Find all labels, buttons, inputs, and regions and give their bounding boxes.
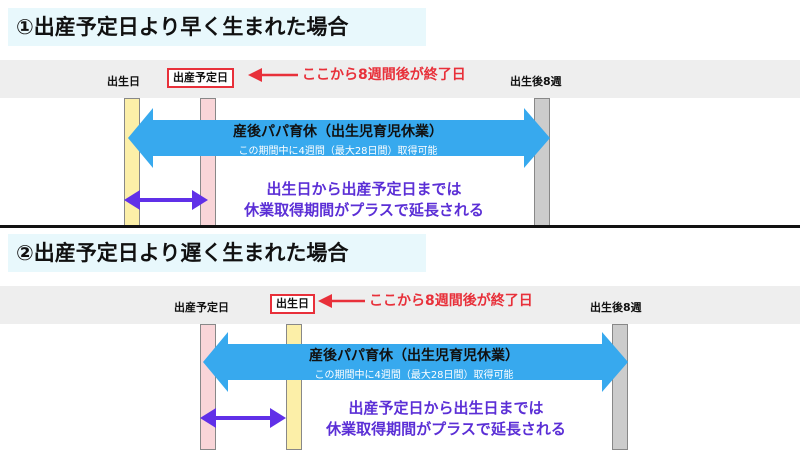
section-divider [0, 225, 800, 228]
section1-extension-text: 出生日から出産予定日までは 休業取得期間がプラスで延長される [214, 179, 514, 221]
section2-note: ここから8週間後が終了日 [369, 293, 533, 309]
section2-label-due: 出産予定日 [174, 301, 229, 314]
section1-note: ここから8週間後が終了日 [302, 67, 466, 83]
section1-label-due-boxed: 出産予定日 [167, 68, 234, 88]
section2-heading: ②出産予定日より遅く生まれた場合 [8, 234, 426, 272]
section1-leave-title: 産後パパ育休（出生児育児休業） [233, 124, 443, 140]
section1-extension-line1: 出生日から出産予定日までは [266, 180, 462, 198]
section1-timeline-band [0, 60, 800, 98]
section2-leave-title: 産後パパ育休（出生児育児休業） [309, 348, 519, 364]
section1-label-end: 出生後8週 [510, 75, 562, 88]
section1-heading: ①出産予定日より早く生まれた場合 [8, 8, 426, 46]
section2-extension-line2: 休業取得期間がプラスで延長される [326, 420, 566, 438]
section2-label-end: 出生後8週 [590, 301, 642, 314]
section2-extension-line1: 出産予定日から出生日までは [348, 399, 544, 417]
section1-extension-line2: 休業取得期間がプラスで延長される [244, 201, 484, 219]
section1-label-birth: 出生日 [107, 75, 140, 88]
section2-timeline-band [0, 286, 800, 324]
section1-leave-subtitle: この期間中に4週間（最大28日間）取得可能 [238, 146, 438, 157]
section2-extension-text: 出産予定日から出生日までは 休業取得期間がプラスで延長される [296, 398, 596, 440]
section2-leave-subtitle: この期間中に4週間（最大28日間）取得可能 [314, 370, 514, 381]
section2-label-birth-boxed: 出生日 [270, 294, 315, 314]
